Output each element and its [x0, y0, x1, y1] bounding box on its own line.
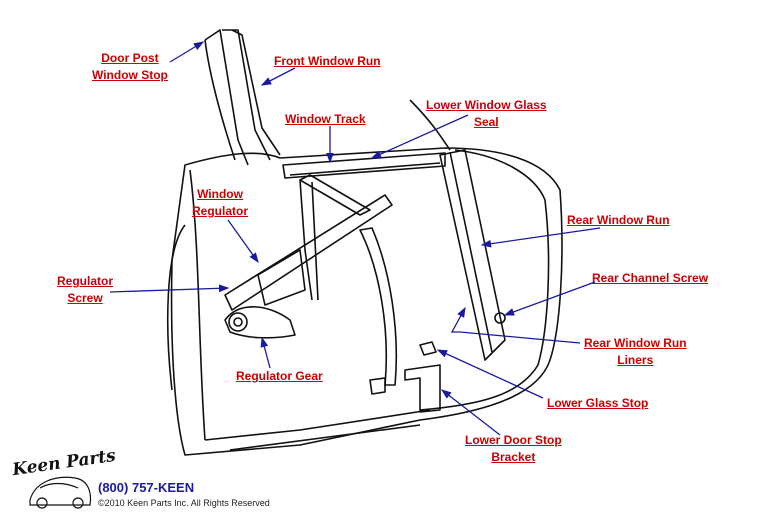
label-window-regulator[interactable]: Window Regulator: [192, 187, 249, 218]
arrow-regulator-gear: [260, 336, 271, 369]
lower-door-stop-bracket-shape: [404, 364, 441, 413]
window-track-vertical: [299, 179, 319, 301]
arrow-window-regulator: [227, 219, 259, 264]
label-regulator-screw[interactable]: Regulator Screw: [57, 274, 114, 305]
arrow-lower-glass-stop: [436, 349, 544, 399]
logo-car-icon: [29, 476, 92, 509]
leader-arrows: [109, 41, 601, 436]
label-regulator-gear[interactable]: Regulator Gear: [236, 369, 323, 383]
label-rear-window-run[interactable]: Rear Window Run: [567, 213, 670, 227]
window-glass-edge: [409, 99, 451, 151]
arrow-lower-window-seal: [370, 114, 469, 159]
label-door-post-window-stop[interactable]: Door Post Window Stop: [92, 51, 168, 82]
door-inner-panel: [189, 149, 550, 441]
arrow-regulator-screw: [109, 284, 230, 293]
regulator-plate: [257, 249, 306, 306]
door-outer-panel: [170, 147, 563, 456]
regulator-gear-shape: [224, 306, 296, 339]
arrow-liners-1: [459, 331, 581, 344]
label-lower-door-stop-bracket[interactable]: Lower Door Stop Bracket: [465, 433, 562, 464]
window-track-rail: [282, 152, 446, 179]
door-left-edge: [166, 224, 186, 391]
regulator-arm: [224, 194, 393, 311]
door-post-window-stop-shape: [204, 39, 236, 161]
label-front-window-run[interactable]: Front Window Run: [274, 54, 381, 68]
glass-guide-channel: [359, 227, 398, 386]
rear-window-run-shape: [439, 149, 506, 361]
copyright-text: ©2010 Keen Parts Inc. All Rights Reserve…: [98, 498, 270, 508]
label-lower-glass-stop[interactable]: Lower Glass Stop: [547, 396, 649, 410]
label-lower-window-glass-seal[interactable]: Lower Window Glass Seal: [426, 98, 547, 129]
arrow-lower-door-stop: [440, 389, 501, 436]
label-rear-window-run-liners[interactable]: Rear Window Run Liners: [584, 336, 687, 367]
label-window-track[interactable]: Window Track: [285, 112, 366, 126]
phone-number: (800) 757-KEEN: [98, 480, 195, 495]
arrow-rear-window-run: [480, 227, 601, 248]
label-rear-channel-screw[interactable]: Rear Channel Screw: [592, 271, 709, 285]
regulator-arm-2: [299, 174, 371, 216]
arrow-door-post: [169, 41, 205, 63]
lower-glass-stop-shape: [419, 341, 437, 356]
arrow-liners-2: [450, 306, 466, 333]
front-window-run-shape: [204, 29, 281, 166]
door-lower-edge: [204, 409, 431, 451]
door-bottom-tab: [369, 377, 386, 395]
arrow-rear-channel-screw: [503, 281, 596, 316]
arrow-front-window-run: [260, 67, 296, 86]
